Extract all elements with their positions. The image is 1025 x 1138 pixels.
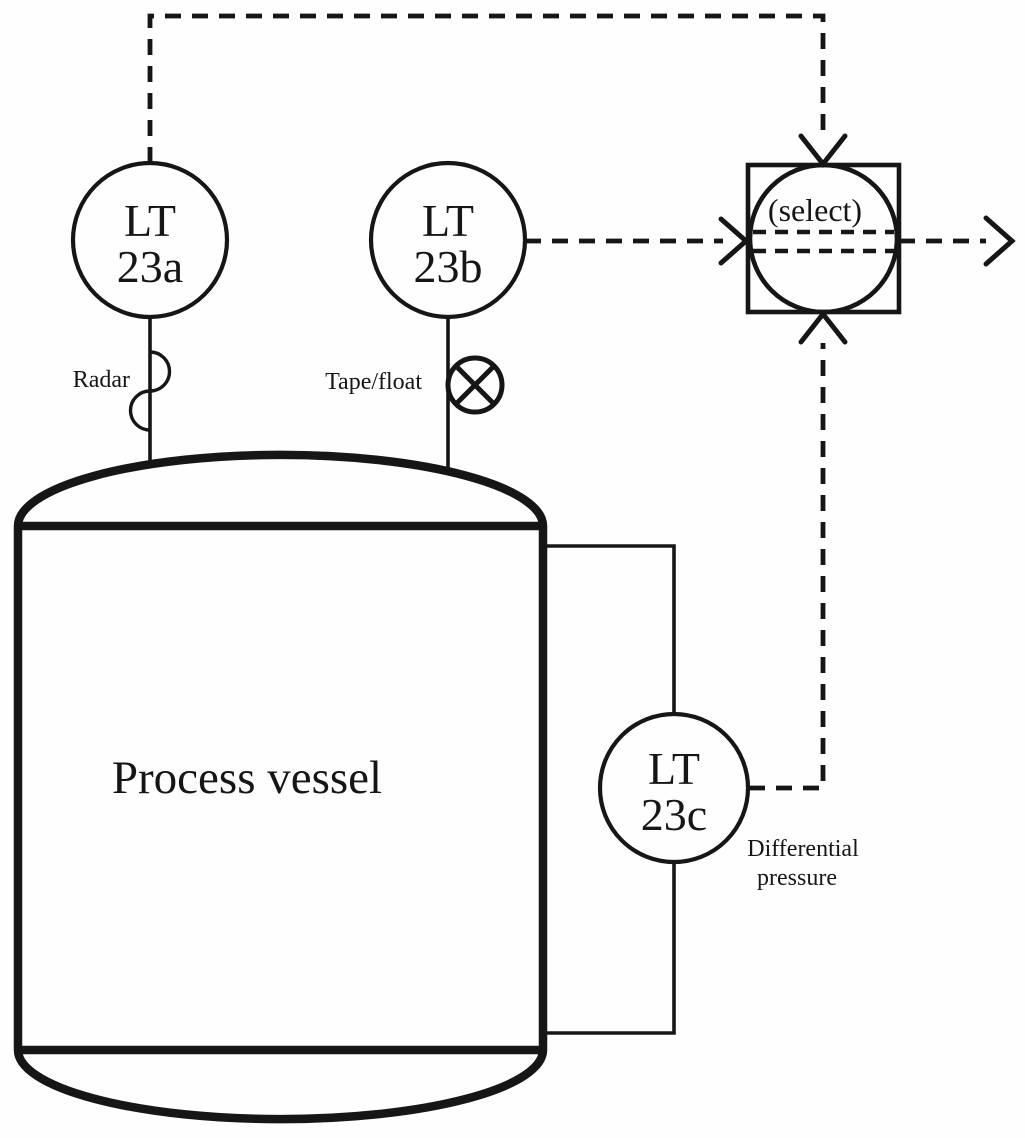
- radar-wave-icon: [128, 350, 172, 432]
- lt23b-bubble: [368, 160, 528, 320]
- arrowhead-top-into-selector-icon: [798, 133, 848, 169]
- lt23c-lower-impulse-line: [543, 862, 676, 1035]
- lt23c-bubble: [597, 711, 751, 865]
- lt23c-technology-label-line1: Differential: [747, 836, 859, 862]
- lt23b-tag-letters: LT: [422, 195, 474, 246]
- signal-line-lt23c-to-selector: [749, 343, 826, 791]
- lt23a-bubble: [70, 160, 230, 320]
- process-vessel: Process vessel: [13, 450, 548, 1124]
- instrument-lt23c: LT 23c Differential pressure: [543, 544, 859, 1035]
- lt23c-technology-label-line2: pressure: [757, 865, 837, 891]
- lt23a-tag-number: 23a: [117, 241, 183, 292]
- lt23b-technology-label: Tape/float: [325, 369, 422, 395]
- selector-label: (select): [768, 192, 862, 228]
- selector-internal-signal-lines: [753, 229, 894, 254]
- tape-float-pulley-icon: [445, 355, 505, 415]
- arrowhead-selector-output-icon: [983, 215, 1016, 267]
- lt23c-upper-impulse-line: [543, 544, 676, 714]
- lt23c-tag-letters: LT: [648, 743, 700, 794]
- vessel-top-dome: [13, 450, 548, 527]
- vessel-side-walls: [13, 526, 548, 1050]
- vessel-label: Process vessel: [112, 752, 382, 804]
- lt23a-tag-letters: LT: [124, 195, 176, 246]
- lt23b-tag-number: 23b: [414, 241, 483, 292]
- vessel-bottom-dome: [13, 1049, 548, 1124]
- lt23c-tag-number: 23c: [641, 789, 707, 840]
- arrowhead-left-into-selector-icon: [718, 216, 750, 266]
- selector-circle: [747, 162, 900, 315]
- arrowhead-bottom-into-selector-icon: [798, 309, 848, 345]
- instrument-lt23b: LT 23b Tape/float: [325, 160, 528, 468]
- instrument-lt23a: LT 23a Radar: [70, 160, 230, 463]
- signal-line-lt23a-to-selector: [147, 13, 826, 163]
- lt23a-technology-label: Radar: [73, 367, 130, 393]
